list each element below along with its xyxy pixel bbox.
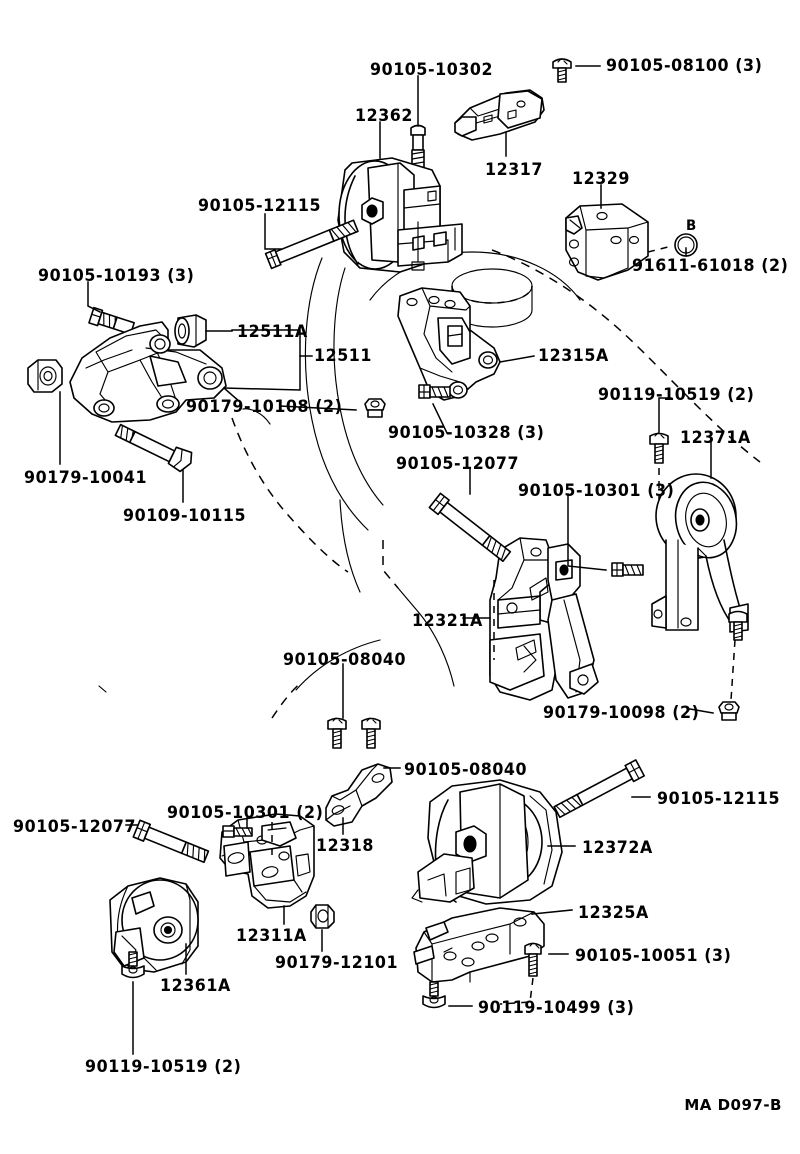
part-90179-10041-collar xyxy=(27,359,63,393)
part-12315A-bracket xyxy=(397,287,501,401)
part-label-12325A: 12325A xyxy=(578,903,649,922)
part-12317-bracket xyxy=(454,89,545,141)
part-label-90105-10301-mid: 90105-10301 (3) xyxy=(518,481,675,500)
part-label-90119-10519-mid: 90119-10519 (2) xyxy=(598,385,755,404)
part-label-90105-12115-top: 90105-12115 xyxy=(198,196,322,215)
drawing-code: MA D097-B xyxy=(684,1096,782,1114)
bolt-90119-10519-bottom xyxy=(121,951,145,979)
part-label-90179-10041: 90179-10041 xyxy=(24,468,148,487)
part-label-12362: 12362 xyxy=(355,106,413,125)
part-12372A-mount xyxy=(411,779,563,905)
part-label-90105-10328: 90105-10328 (3) xyxy=(388,423,545,442)
part-label-91611-61018: 91611-61018 (2) xyxy=(632,256,789,275)
part-label-12511: 12511 xyxy=(314,346,372,365)
bolt-90105-12115-bottom xyxy=(553,759,646,819)
part-label-90105-08100: 90105-08100 (3) xyxy=(606,56,763,75)
part-label-90105-10051: 90105-10051 (3) xyxy=(575,946,732,965)
part-label-12321A: 12321A xyxy=(412,611,483,630)
part-label-12318: 12318 xyxy=(316,836,374,855)
part-label-12311A: 12311A xyxy=(236,926,307,945)
part-label-90105-10193: 90105-10193 (3) xyxy=(38,266,195,285)
callout-marker-b: B xyxy=(686,218,697,234)
part-label-90179-10098: 90179-10098 (2) xyxy=(543,703,700,722)
part-label-90105-12077-mid: 90105-12077 xyxy=(396,454,520,473)
bolt-90105-08040-a xyxy=(327,717,347,749)
part-label-90179-12101: 90179-12101 xyxy=(275,953,399,972)
bolt-90119-10519-mid xyxy=(649,432,669,464)
bolt-90105-12115-top xyxy=(264,219,359,270)
bolt-90105-10051 xyxy=(524,942,542,977)
part-label-12315A: 12315A xyxy=(538,346,609,365)
part-label-90105-12115-bottom: 90105-12115 xyxy=(657,789,781,808)
leader-dashed-10051 xyxy=(499,977,534,1005)
part-label-12511A: 12511A xyxy=(237,322,308,341)
part-12329-bracket xyxy=(565,203,649,281)
part-label-90119-10499: 90119-10499 (3) xyxy=(478,998,635,1017)
bolt-90105-10328 xyxy=(418,384,451,399)
nut-90179-10098 xyxy=(718,701,740,721)
part-label-12317: 12317 xyxy=(485,160,543,179)
part-12361A-mount xyxy=(109,877,199,973)
bolt-90119-10499 xyxy=(422,981,446,1009)
nut-90179-12101 xyxy=(310,904,335,929)
part-label-90105-10301-bottom: 90105-10301 (2) xyxy=(167,803,324,822)
part-label-90105-08040-lower: 90105-08040 xyxy=(404,760,528,779)
part-12511-bracket xyxy=(69,321,227,423)
nut-90179-10108 xyxy=(364,398,386,418)
bolt-90105-12077-bottom xyxy=(132,819,210,864)
bolt-90105-10301-mid xyxy=(611,562,644,577)
part-label-12361A: 12361A xyxy=(160,976,231,995)
part-label-90179-10108: 90179-10108 (2) xyxy=(186,397,343,416)
bolt-90105-10301-bottom xyxy=(222,825,253,838)
part-12362-engine-mount xyxy=(337,157,463,273)
part-label-90105-08040-upper: 90105-08040 xyxy=(283,650,407,669)
bolt-stud-upper-right xyxy=(728,610,748,641)
part-12511A-bushing xyxy=(174,314,207,348)
leader-dashed-b xyxy=(647,245,673,253)
leader-dashed-90179-10098 xyxy=(730,639,736,701)
part-label-90105-10302: 90105-10302 xyxy=(370,60,494,79)
bolt-90105-12077-mid xyxy=(428,492,512,563)
part-label-90119-10519-bottom: 90119-10519 (2) xyxy=(85,1057,242,1076)
bolt-90109-10115 xyxy=(114,423,193,473)
bolt-90105-08040-b xyxy=(361,717,381,749)
bolt-90105-08100 xyxy=(552,58,572,83)
leader-lines xyxy=(59,65,714,1007)
part-12325A-plate xyxy=(413,907,545,983)
part-12321A-bracket xyxy=(489,537,599,701)
part-label-90105-12077-bottom: 90105-12077 xyxy=(13,817,137,836)
part-label-12329: 12329 xyxy=(572,169,630,188)
part-label-12372A: 12372A xyxy=(582,838,653,857)
part-label-12371A: 12371A xyxy=(680,428,751,447)
part-12318-bracket xyxy=(325,763,393,827)
part-label-90109-10115: 90109-10115 xyxy=(123,506,247,525)
